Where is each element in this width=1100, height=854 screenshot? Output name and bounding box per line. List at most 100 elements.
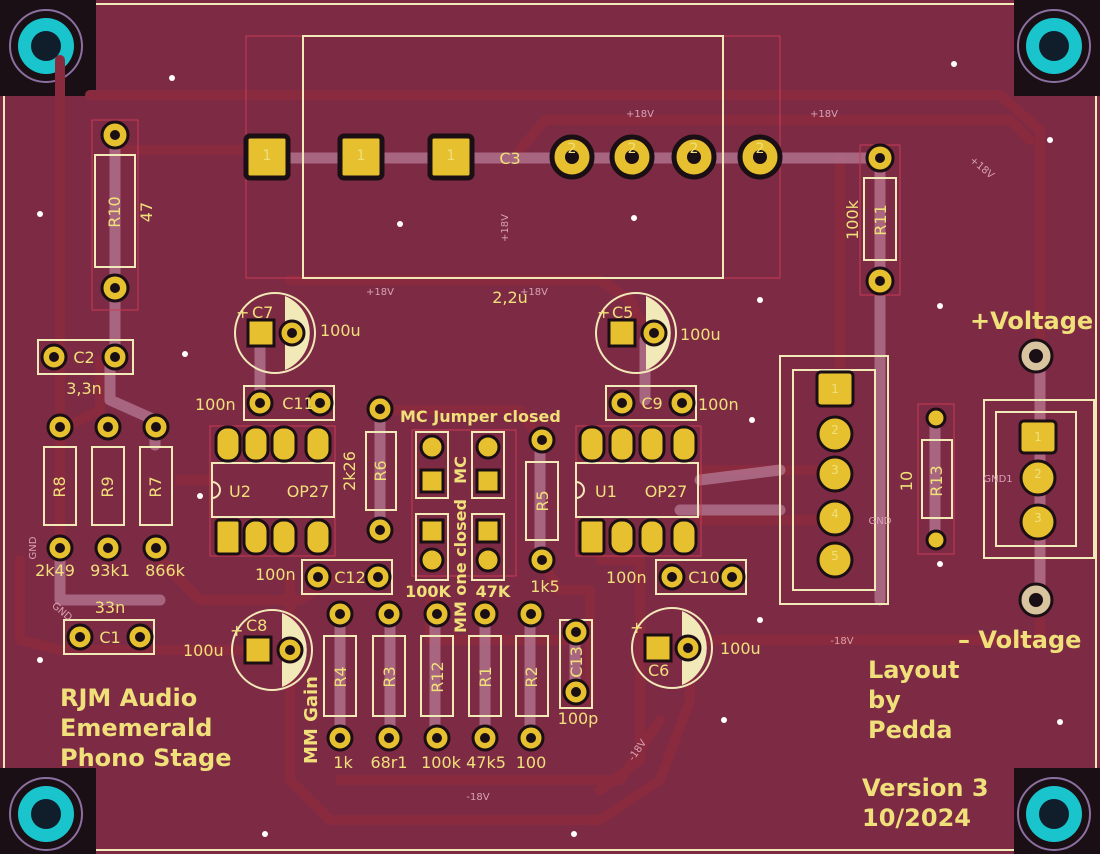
c13-capacitor[interactable]: C13 100p — [558, 618, 599, 728]
r12-resistor[interactable]: R12 100k — [420, 600, 462, 772]
power-connector-3pin[interactable]: 1 2 3 — [983, 399, 1095, 559]
r1-resistor[interactable]: R1 47k5 — [466, 600, 506, 772]
r6-ref: R6 — [371, 460, 390, 481]
c2-value: 3,3n — [66, 379, 102, 398]
mounting-hole-top-right — [1014, 0, 1100, 96]
r9-resistor[interactable]: R9 93k1 — [90, 413, 130, 580]
c1-ref: C1 — [99, 628, 120, 647]
net-label: GND — [869, 516, 892, 527]
c5-capacitor[interactable]: + C5 100u — [595, 292, 721, 374]
version-line-1: Version 3 — [862, 774, 989, 802]
c11-capacitor[interactable]: C11 100n — [195, 385, 335, 421]
pwr-pin1: 1 — [831, 382, 839, 396]
net-label: GND — [28, 536, 39, 559]
c1-capacitor[interactable]: C1 33n — [63, 598, 155, 655]
power-connector-5pin[interactable]: 1 2 3 4 5 — [779, 355, 889, 605]
c5-ref: C5 — [612, 303, 633, 322]
r7-resistor[interactable]: R7 866k — [139, 413, 186, 580]
r5-resistor[interactable]: R5 1k5 — [525, 426, 560, 596]
r5-value: 1k5 — [530, 577, 560, 596]
layout-credit: Layout by Pedda — [868, 656, 959, 744]
r12-value: 100k — [421, 753, 462, 772]
r10-value: 47 — [137, 202, 156, 222]
c2-capacitor[interactable]: C2 3,3n — [37, 339, 134, 398]
c7-value: 100u — [320, 321, 361, 340]
mounting-hole-bottom-left — [0, 768, 96, 854]
r9-ref: R9 — [98, 476, 117, 497]
c8-capacitor[interactable]: + C8 100u — [183, 609, 313, 691]
u1-opamp[interactable]: U1 OP27 — [575, 425, 702, 557]
pwr-pin3: 3 — [831, 463, 839, 477]
r13-value: 10 — [897, 471, 916, 491]
r6-resistor[interactable]: R6 2k26 — [340, 395, 397, 544]
c3-pin2-label: 2 — [568, 141, 577, 157]
c8-plus: + — [230, 621, 243, 640]
c13-value: 100p — [558, 709, 599, 728]
c10-ref: C10 — [688, 568, 720, 587]
plus-voltage-label: +Voltage — [970, 307, 1093, 335]
c6-capacitor[interactable]: + C6 100u — [630, 607, 761, 689]
c9-capacitor[interactable]: C9 100n — [605, 385, 739, 421]
pwr-pin5: 5 — [831, 549, 839, 563]
c7-capacitor[interactable]: + C7 100u — [234, 292, 361, 374]
net-label: GND1 — [983, 474, 1012, 485]
r11-ref: R11 — [871, 204, 890, 235]
c7-ref: C7 — [252, 303, 273, 322]
board-title-block: RJM Audio Ememerald Phono Stage — [60, 684, 232, 772]
c8-value: 100u — [183, 641, 224, 660]
c3-pin1c-label: 1 — [447, 148, 456, 164]
net-label: -18V — [830, 636, 853, 647]
r4-resistor[interactable]: R4 1k — [323, 600, 357, 772]
u1-value: OP27 — [645, 482, 688, 501]
r3-value: 68r1 — [370, 753, 407, 772]
r6-value: 2k26 — [340, 451, 359, 491]
version-line-2: 10/2024 — [862, 804, 971, 832]
title-line-2: Ememerald — [60, 714, 212, 742]
r2-value: 100 — [516, 753, 547, 772]
mc-label: MC — [451, 456, 470, 484]
c5-plus: + — [597, 303, 610, 322]
r7-ref: R7 — [146, 476, 165, 497]
c12-capacitor[interactable]: C12 100n — [255, 559, 393, 595]
c6-ref: C6 — [648, 661, 669, 680]
r11-value: 100k — [843, 199, 862, 240]
minus-voltage-testpoint[interactable]: – Voltage — [958, 582, 1081, 654]
u2-value: OP27 — [287, 482, 330, 501]
mc-jumper-label: MC Jumper closed — [400, 407, 561, 426]
vin-pin1: 1 — [1034, 430, 1042, 444]
r1-ref: R1 — [476, 666, 495, 687]
vin-pin2: 2 — [1034, 467, 1042, 481]
c3-value: 2,2u — [492, 288, 528, 307]
c12-ref: C12 — [334, 568, 366, 587]
c3-pin1b-label: 1 — [357, 148, 366, 164]
r11-resistor[interactable]: R11 100k — [843, 143, 901, 296]
pwr-pin4: 4 — [831, 507, 839, 521]
c2-ref: C2 — [73, 348, 94, 367]
r2-resistor[interactable]: R2 100 — [515, 600, 549, 772]
r10-resistor[interactable]: R10 47 — [91, 119, 156, 311]
mounting-hole-top-left — [0, 0, 96, 96]
c1-value: 33n — [95, 598, 126, 617]
c3-pin2c-label: 2 — [690, 141, 699, 157]
r13-ref: R13 — [927, 465, 946, 496]
c10-capacitor[interactable]: C10 100n — [606, 559, 747, 595]
r10-ref: R10 — [105, 196, 124, 227]
r8-resistor[interactable]: R8 2k49 — [35, 413, 77, 580]
r13-resistor[interactable]: R13 10 — [897, 403, 955, 555]
c9-ref: C9 — [641, 394, 662, 413]
c3-capacitor[interactable]: 1 1 1 2 2 2 2 C3 2,2u — [243, 35, 783, 307]
layout-line-3: Pedda — [868, 716, 952, 744]
version-block: Version 3 10/2024 — [862, 774, 989, 832]
r3-resistor[interactable]: R3 68r1 — [370, 600, 408, 772]
plus-voltage-testpoint[interactable]: +Voltage — [970, 307, 1093, 374]
r4-value: 1k — [333, 753, 353, 772]
u1-ref: U1 — [595, 482, 617, 501]
c3-ref: C3 — [499, 149, 520, 168]
u2-opamp[interactable]: U2 OP27 — [209, 425, 336, 557]
mc-mm-jumpers[interactable]: MC Jumper closed MC MM one closed 100K 4… — [400, 407, 561, 633]
vin-pin3: 3 — [1034, 511, 1042, 525]
opt-100k-label: 100K — [405, 582, 451, 601]
r8-value: 2k49 — [35, 561, 75, 580]
